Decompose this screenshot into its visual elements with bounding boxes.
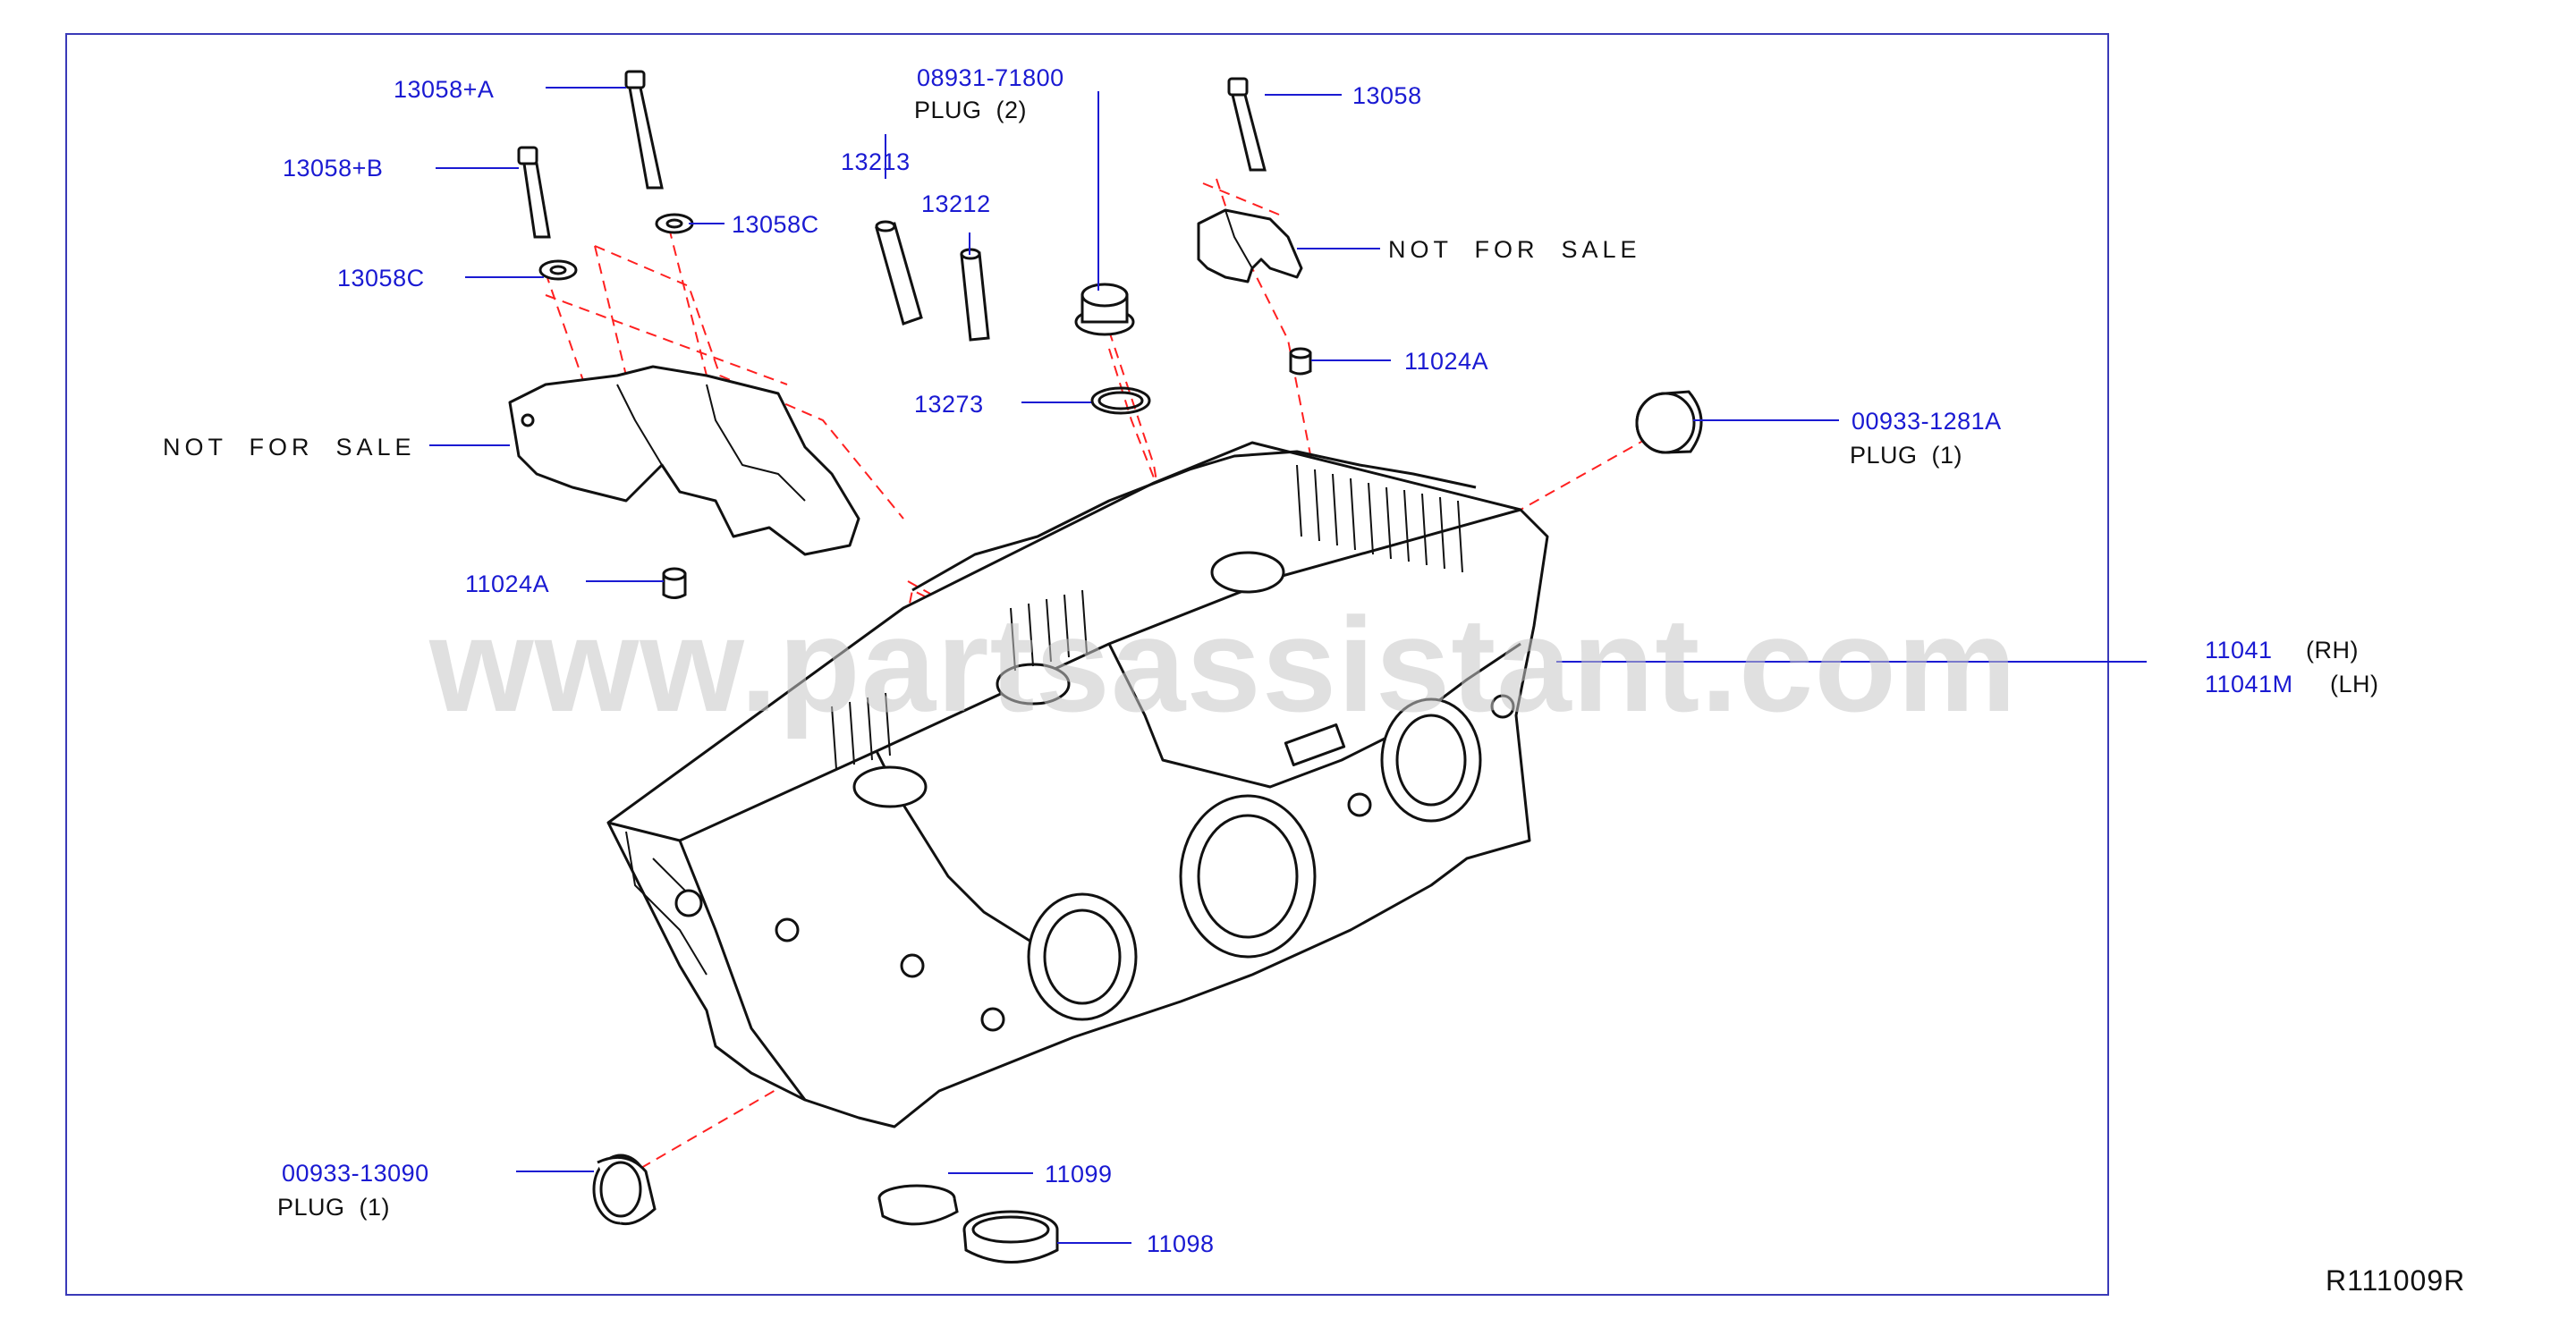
valve-guide-drawings xyxy=(875,220,990,342)
plug-00933-13090-drawing xyxy=(592,1154,657,1226)
label-00933-13090[interactable]: 00933-13090 xyxy=(282,1160,429,1187)
label-plug-1-right: PLUG (1) xyxy=(1850,442,1963,469)
bolt-13058-b-drawing xyxy=(517,146,551,239)
label-11098[interactable]: 11098 xyxy=(1147,1230,1215,1257)
label-not-for-sale-right: NOT FOR SALE xyxy=(1388,236,1641,263)
seal-11098-drawing xyxy=(962,1210,1059,1264)
label-11041m-side: (LH) xyxy=(2330,671,2379,697)
label-11041-side: (RH) xyxy=(2306,637,2359,664)
label-11024a-right[interactable]: 11024A xyxy=(1404,348,1489,375)
plug-00933-1281a-drawing xyxy=(1635,390,1703,454)
label-13058-a[interactable]: 13058+A xyxy=(394,76,495,103)
label-00933-1281a[interactable]: 00933-1281A xyxy=(1852,408,2002,435)
label-11099[interactable]: 11099 xyxy=(1045,1161,1113,1188)
plug-08931-drawing xyxy=(1074,283,1135,336)
label-13058c-right[interactable]: 13058C xyxy=(732,211,819,238)
label-plug-1-left: PLUG (1) xyxy=(277,1194,391,1221)
washer-drawings xyxy=(538,213,694,281)
label-13213[interactable]: 13213 xyxy=(841,148,911,175)
label-13212[interactable]: 13212 xyxy=(921,190,991,217)
label-08931-71800[interactable]: 08931-71800 xyxy=(917,64,1064,91)
label-plug-2: PLUG (2) xyxy=(914,97,1028,123)
label-13058[interactable]: 13058 xyxy=(1352,82,1422,109)
label-13058c-left[interactable]: 13058C xyxy=(337,265,425,292)
diagram-frame xyxy=(65,33,2109,1296)
cam-bracket-left-drawing xyxy=(508,365,860,556)
bolt-13058-a-drawing xyxy=(624,70,664,190)
label-13273[interactable]: 13273 xyxy=(914,391,984,418)
label-not-for-sale-left: NOT FOR SALE xyxy=(163,434,416,461)
watermark-text: www.partsassistant.com xyxy=(429,589,2018,740)
seal-11099-drawing xyxy=(877,1184,959,1226)
cylinder-head-drawing xyxy=(606,441,1549,1128)
gasket-13273-drawing xyxy=(1090,386,1151,415)
leader-lines xyxy=(429,87,2147,1244)
cam-cap-right-drawing xyxy=(1197,208,1303,283)
diagram-reference: R111009R xyxy=(2326,1264,2466,1297)
label-11024a-left[interactable]: 11024A xyxy=(465,571,550,597)
bolt-13058-drawing xyxy=(1227,77,1267,172)
label-13058-b[interactable]: 13058+B xyxy=(283,155,384,182)
label-11041m[interactable]: 11041M xyxy=(2205,671,2293,697)
label-11041[interactable]: 11041 xyxy=(2205,637,2273,664)
dowel-drawings xyxy=(662,347,1312,599)
